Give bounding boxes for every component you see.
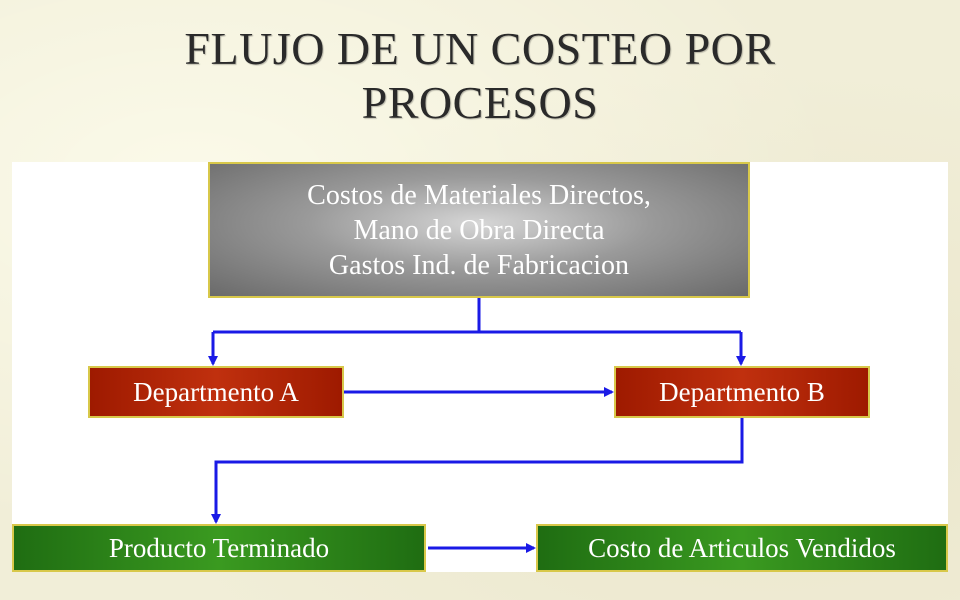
finished-product-box: Producto Terminado	[12, 524, 426, 572]
costs-line-3: Gastos Ind. de Fabricacion	[328, 249, 630, 281]
diagram-panel: Costos de Materiales Directos, Mano de O…	[12, 162, 948, 572]
costs-input-box: Costos de Materiales Directos, Mano de O…	[208, 162, 750, 298]
department-a-label: Departmento A	[133, 376, 299, 407]
cost-of-goods-sold-label: Costo de Articulos Vendidos	[588, 532, 896, 563]
arrow-dept-b-to-producto	[211, 418, 744, 524]
department-a-box: Departmento A	[88, 366, 344, 418]
flow-arrows	[208, 298, 746, 553]
title-line-1: FLUJO DE UN COSTEO POR	[184, 23, 776, 74]
costs-line-2: Mano de Obra Directa	[353, 214, 605, 246]
finished-product-label: Producto Terminado	[108, 532, 330, 563]
page-title: FLUJO DE UN COSTEO POR PROCESOS	[0, 22, 960, 130]
connector-top-to-split	[213, 298, 741, 334]
cost-of-goods-sold-box: Costo de Articulos Vendidos	[536, 524, 948, 572]
department-b-box: Departmento B	[614, 366, 870, 418]
department-b-label: Departmento B	[659, 376, 825, 407]
costs-line-1: Costos de Materiales Directos,	[307, 179, 651, 211]
title-line-2: PROCESOS	[361, 77, 599, 128]
